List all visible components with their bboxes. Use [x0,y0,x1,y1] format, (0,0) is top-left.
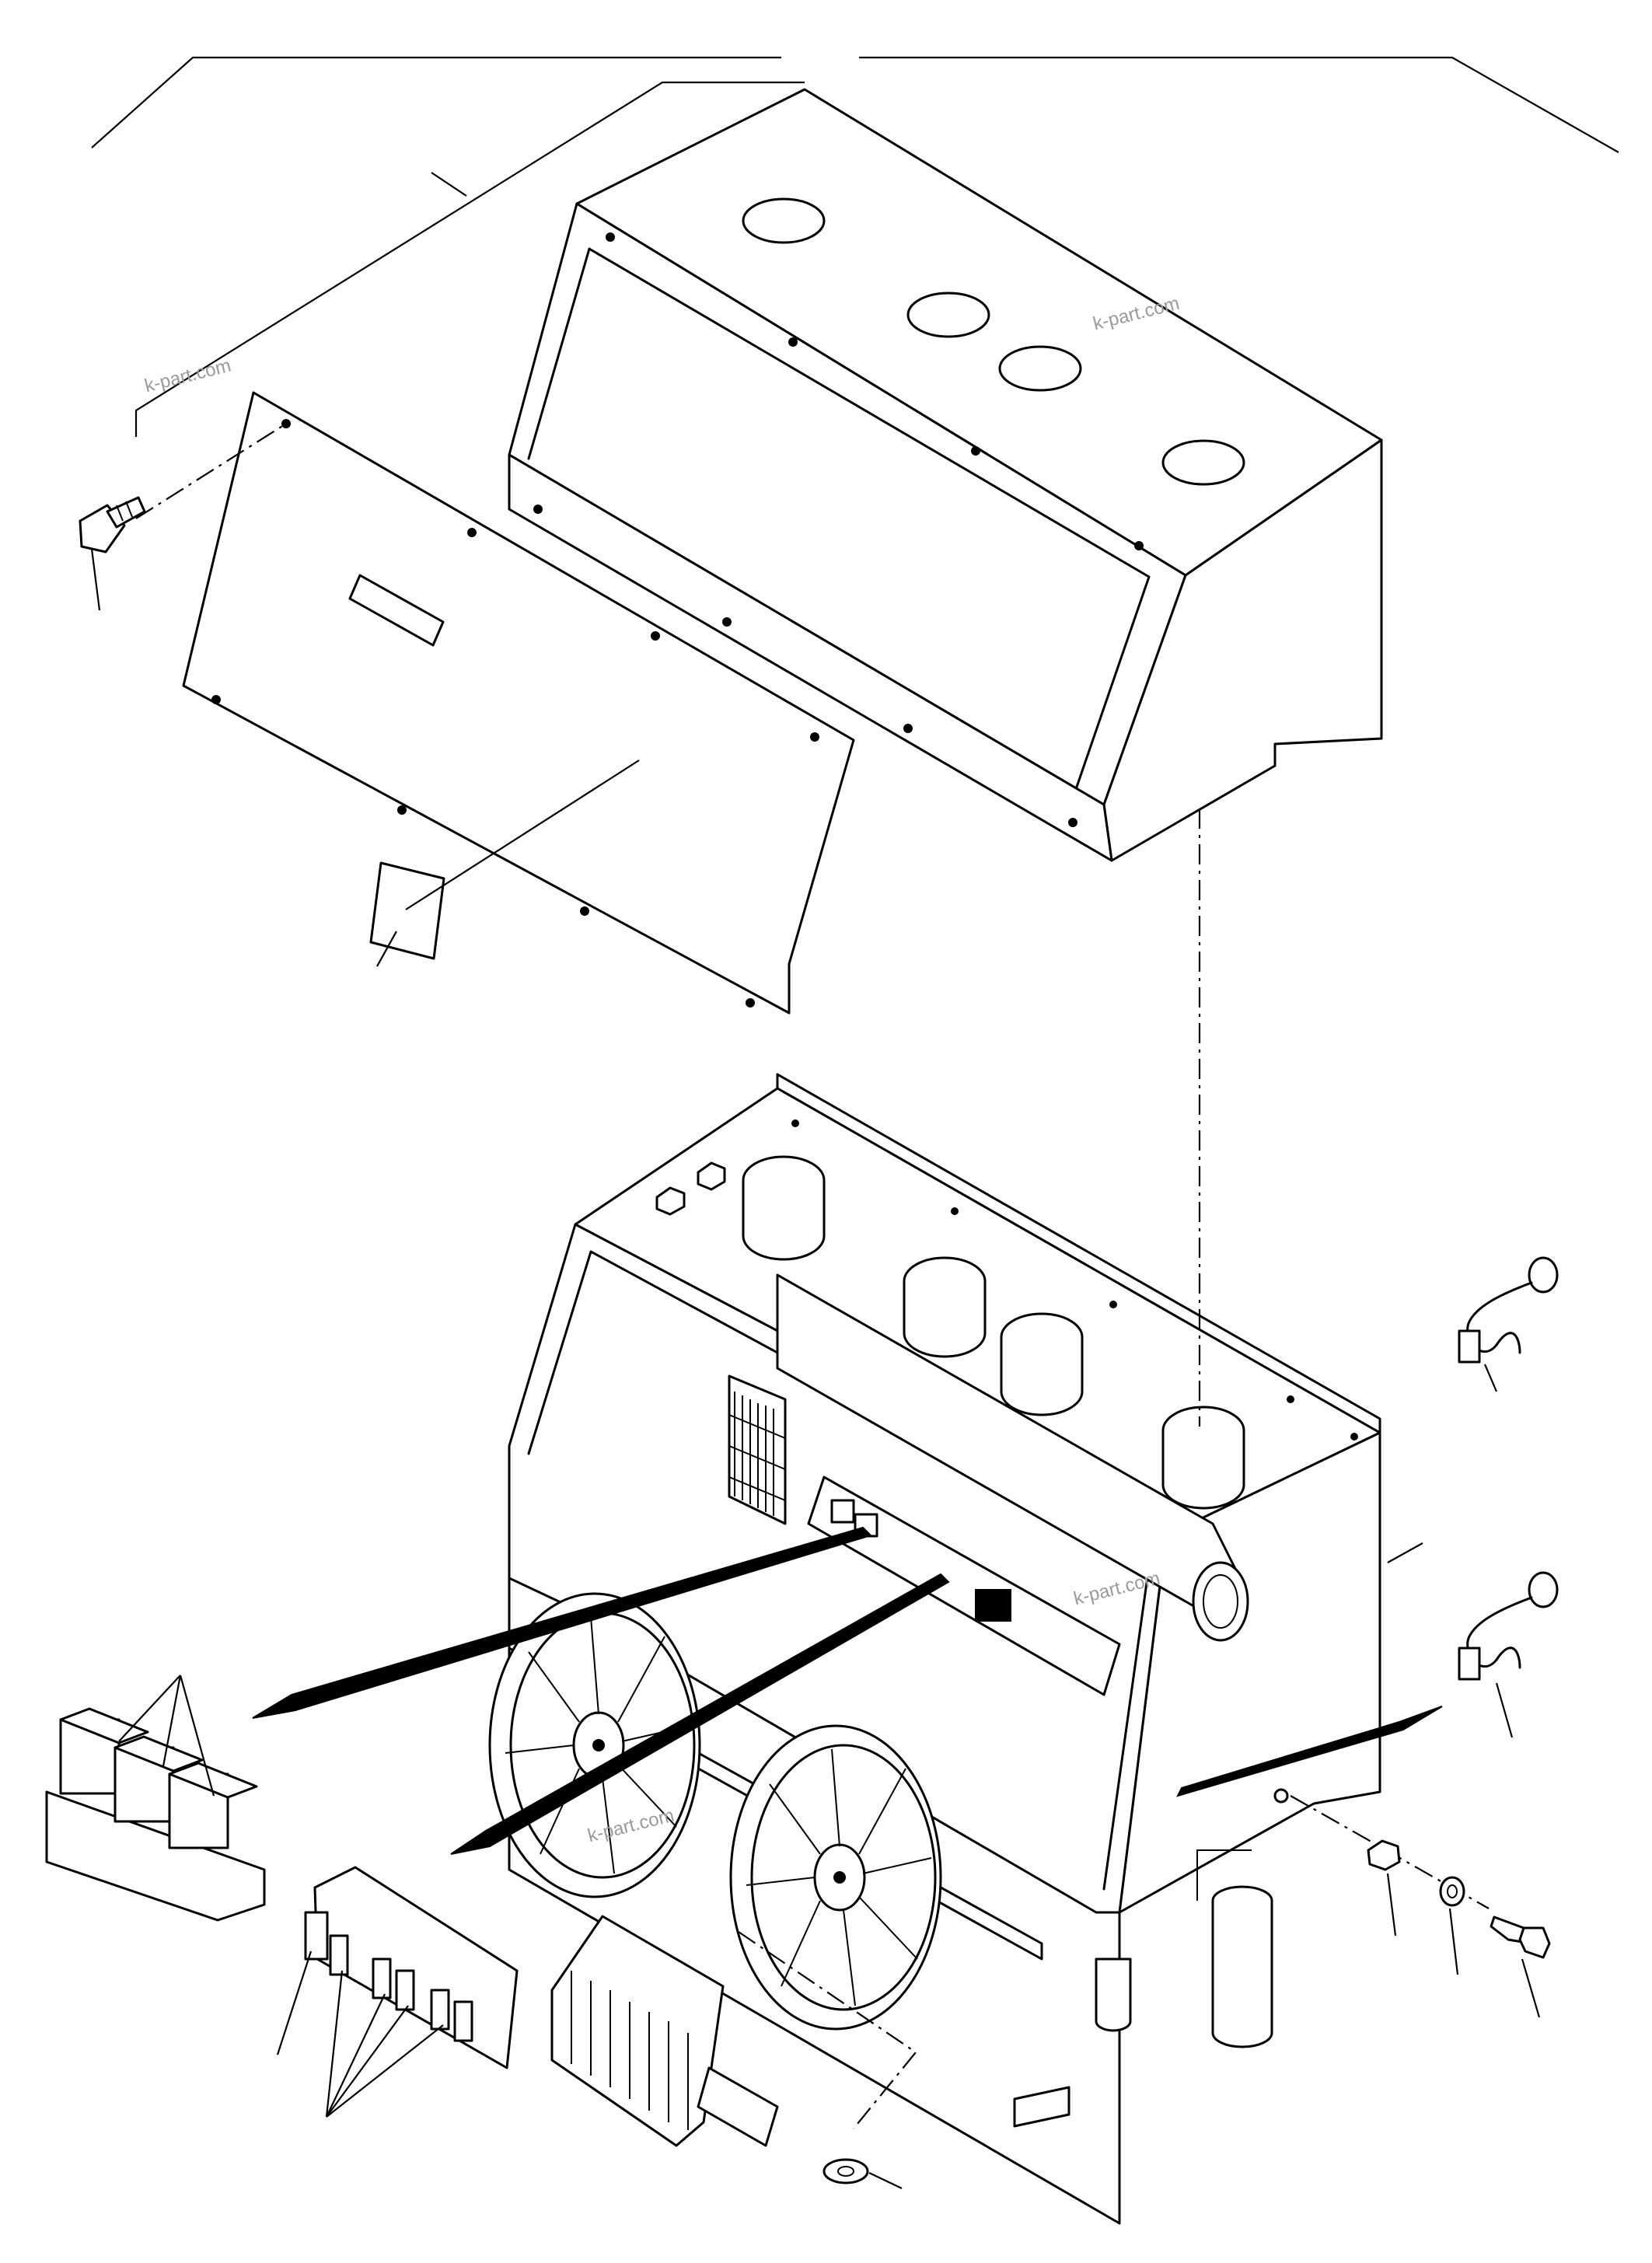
group-bracket-lines [91,56,1619,437]
condenser-fan-assembly [488,1577,1289,2225]
circuit-board [276,1866,519,2118]
front-panel [182,391,855,1015]
hardware-right [1290,1795,1551,2018]
wire-harness-upper [1458,1256,1559,1392]
condenser-fan-right [729,1724,942,2031]
coil-hatch [728,1392,786,1516]
washer-bottom [738,1931,917,2189]
screw-bolt-upper [79,423,287,611]
wire-harness-lower [1458,1571,1559,1738]
relay-block [45,1675,266,1922]
terminal-block [550,1915,779,2147]
upper-cover-housing [508,88,1383,862]
callout-arrows [252,1526,1443,1855]
